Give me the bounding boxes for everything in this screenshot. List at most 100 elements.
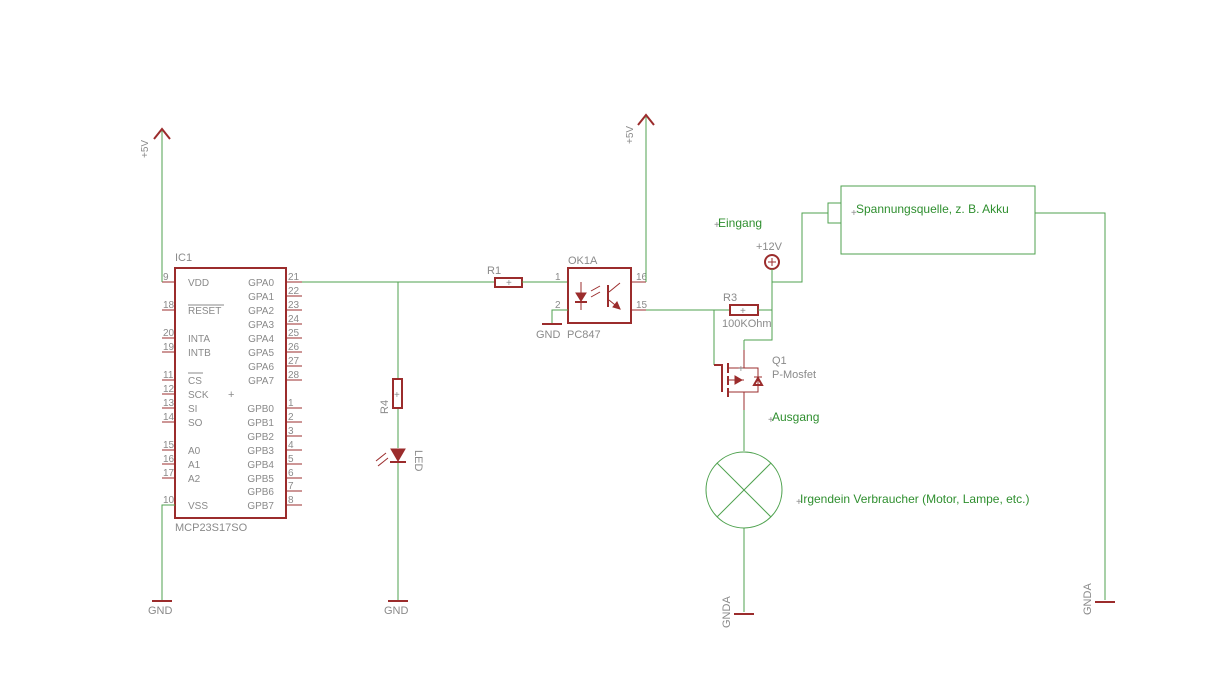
ic1-body	[174, 267, 287, 519]
origin-source: +	[851, 208, 857, 219]
ic1-right-pin-number: 24	[288, 314, 300, 325]
label-eingang: Eingang	[718, 216, 762, 230]
supply-5v-ic1: +5V	[140, 127, 171, 282]
ic1-left-pin-number: 19	[163, 342, 175, 353]
ok1a-led	[575, 292, 587, 302]
label-gnda-src: GNDA	[1082, 583, 1094, 615]
arrow-5v-ok	[637, 113, 655, 126]
ic1-left-pin-name: CS	[188, 376, 202, 387]
wire-q1-12v	[744, 310, 773, 341]
ic1-right-pin-name: GPB4	[247, 460, 274, 471]
wire-ok-gnd	[551, 309, 568, 323]
ok1a-collector	[608, 282, 621, 293]
label-12v: +12V	[756, 241, 783, 253]
ic1-left-pin-name: INTB	[188, 348, 211, 359]
ic1-right-pin-number: 27	[288, 356, 300, 367]
ic1-left-pin-number: 16	[163, 454, 175, 465]
ic1-right-pin-number: 28	[288, 370, 300, 381]
label-source: Spannungsquelle, z. B. Akku	[856, 202, 1009, 216]
ic1-left-pin-number: 15	[163, 440, 175, 451]
ic1-right-pin-number: 6	[288, 468, 294, 479]
ic1-left-pin-number: 9	[163, 272, 169, 283]
ic1-right-pin-name: GPA5	[248, 348, 274, 359]
label-load: Irgendein Verbraucher (Motor, Lampe, etc…	[800, 492, 1029, 506]
ic1-mcp23s17: IC1 MCP23S17SO + 9VDD18RESET20INTA19INTB…	[162, 252, 302, 534]
ok1a-emitter-arrow	[612, 301, 621, 310]
ic1-left-pin-name: A2	[188, 474, 201, 485]
ic1-right-pin-number: 8	[288, 495, 294, 506]
wire-vss	[161, 504, 175, 600]
ic1-right-pin-name: GPB5	[247, 474, 274, 485]
ic1-right-pin-number: 25	[288, 328, 300, 339]
label-5v-ic1: +5V	[140, 140, 151, 158]
label-ausgang: Ausgang	[772, 410, 819, 424]
ic1-left-pin-name: SCK	[188, 390, 209, 401]
ic1-value: MCP23S17SO	[175, 522, 248, 534]
gnda-lamp: GNDA	[721, 596, 754, 628]
r4-name: R4	[379, 400, 391, 414]
ic1-right-pin-number: 22	[288, 286, 300, 297]
q1-gate	[714, 364, 723, 392]
r3-origin: +	[740, 306, 746, 317]
resistor-r1: + R1	[487, 265, 568, 289]
ic1-left-pin-number: 14	[163, 412, 175, 423]
ic1-right-pin-number: 4	[288, 440, 294, 451]
ic1-left-pin-number: 10	[163, 495, 175, 506]
label-gnd-led: GND	[384, 605, 409, 617]
led-name: LED	[412, 450, 424, 471]
r4-body	[392, 378, 403, 409]
ic1-right-pin-name: GPA2	[248, 306, 274, 317]
ok1a-pin16: 16	[636, 272, 648, 283]
voltage-source: + Spannungsquelle, z. B. Akku	[827, 185, 1106, 600]
ic1-right-pin-number: 3	[288, 426, 294, 437]
optocoupler-ok1a: OK1A PC847 1 2 16 15	[555, 255, 648, 341]
wire-12v-source	[772, 212, 828, 283]
label-gnd-ic1: GND	[148, 605, 173, 617]
ic1-right-pin-name: GPA6	[248, 362, 274, 373]
ic1-left-pin-name: VDD	[188, 278, 209, 289]
q1-value: P-Mosfet	[772, 369, 816, 381]
gnd-led: GND	[384, 600, 409, 617]
q1-name: Q1	[772, 355, 787, 367]
origin-eingang: +	[714, 220, 720, 231]
wire-source-gnda	[1035, 212, 1106, 600]
ic1-right-pin-name: GPA3	[248, 320, 274, 331]
led-arrow-2	[377, 457, 389, 467]
ic1-right-pin-name: GPB3	[247, 446, 274, 457]
ok1a-value: PC847	[567, 329, 601, 341]
gnd-ok1a: GND	[536, 309, 568, 341]
ic1-name: IC1	[175, 252, 192, 264]
led-symbol: LED	[375, 448, 424, 471]
ic1-left-pin-name: INTA	[188, 334, 210, 345]
ic1-left-pin-number: 18	[163, 300, 175, 311]
resistor-r4: + R4	[379, 378, 403, 414]
label-gnda-lamp: GNDA	[721, 596, 733, 628]
origin-ausgang: +	[768, 415, 774, 426]
lamp-load: + Irgendein Verbraucher (Motor, Lampe, e…	[705, 451, 1029, 612]
ic1-right-pin-name: GPA1	[248, 292, 274, 303]
r3-name: R3	[723, 292, 737, 304]
ic1-right-pin-number: 26	[288, 342, 300, 353]
origin-load: +	[796, 497, 802, 508]
led-arrow-1	[375, 452, 387, 462]
ic1-left-pin-number: 13	[163, 398, 175, 409]
q1-diode	[752, 375, 764, 386]
ic1-left-pin-name: A1	[188, 460, 201, 471]
ic1-right-pin-number: 5	[288, 454, 294, 465]
resistor-r3: + R3 100KOhm	[722, 282, 773, 330]
ic1-right-pin-number: 21	[288, 272, 300, 283]
ic1-origin-mark: +	[228, 389, 234, 401]
wire-r3-12v	[758, 282, 773, 311]
source-terminal	[827, 202, 842, 224]
source-box	[840, 185, 1036, 255]
r4-origin: +	[394, 390, 400, 401]
gnda-source: GNDA	[1082, 583, 1115, 615]
ic1-left-pin-number: 20	[163, 328, 175, 339]
ic1-right-pin-number: 2	[288, 412, 294, 423]
ic1-right-pin-name: GPA0	[248, 278, 274, 289]
q1-arrow	[734, 375, 744, 385]
ok1a-body	[567, 267, 632, 324]
ic1-right-pin-name: GPB7	[247, 501, 274, 512]
ic1-left-pin-number: 17	[163, 468, 175, 479]
